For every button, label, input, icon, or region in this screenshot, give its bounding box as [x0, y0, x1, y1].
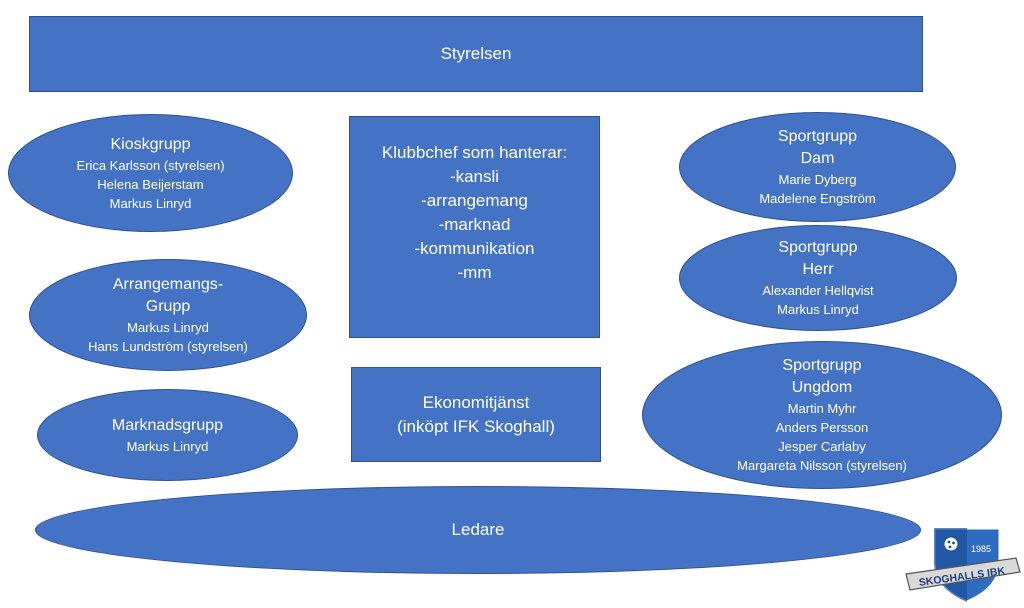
club-chief-box: Klubbchef som hanterar: -kansli -arrange…	[349, 116, 600, 338]
club-chief-line: -marknad	[438, 215, 511, 234]
group-title: Sportgrupp	[782, 357, 862, 374]
marketing-group: Marknadsgrupp Markus Linryd	[37, 389, 298, 481]
board-box: Styrelsen	[29, 16, 923, 92]
finance-line: (inköpt IFK Skoghall)	[397, 416, 555, 436]
ball-icon	[943, 536, 959, 552]
board-title: Styrelsen	[440, 44, 512, 63]
group-member: Hans Lundström (styrelsen)	[88, 339, 248, 354]
group-title: Arrangemangs-	[112, 276, 224, 293]
group-title: Ungdom	[791, 379, 853, 396]
group-member: Jesper Carlaby	[778, 439, 866, 454]
group-member: Markus Linryd	[109, 195, 192, 211]
group-title: Herr	[802, 261, 834, 278]
leaders-ellipse: Ledare	[35, 486, 921, 574]
group-member: Marie Dyberg	[778, 172, 857, 187]
group-member: Markus Linryd	[126, 438, 209, 454]
club-chief-line: -kansli	[449, 167, 500, 186]
finance-box: Ekonomitjänst (inköpt IFK Skoghall)	[351, 367, 601, 462]
group-title: Sportgrupp	[777, 128, 858, 145]
club-logo: 1985 SKOGHALLS IBK	[905, 526, 1021, 604]
sport-group-men: Sportgrupp Herr Alexander Hellqvist Mark…	[679, 225, 957, 331]
group-title: Kioskgrupp	[110, 135, 191, 153]
group-member: Helena Beijerstam	[97, 176, 204, 192]
sport-group-women: Sportgrupp Dam Marie Dyberg Madelene Eng…	[679, 112, 956, 222]
group-title: Sportgrupp	[778, 239, 858, 256]
club-chief-line: -arrangemang	[421, 191, 528, 210]
logo-banner	[905, 557, 1021, 591]
finance-line: Ekonomitjänst	[422, 392, 530, 412]
group-member: Alexander Hellqvist	[762, 283, 874, 298]
sport-group-youth: Sportgrupp Ungdom Martin Myhr Anders Per…	[642, 341, 1002, 489]
group-member: Martin Myhr	[787, 401, 857, 416]
logo-year: 1985	[971, 544, 991, 554]
event-group: Arrangemangs- Grupp Markus Linryd Hans L…	[29, 259, 307, 371]
group-title: Grupp	[145, 298, 191, 315]
group-member: Anders Persson	[775, 420, 869, 435]
group-member: Erica Karlsson (styrelsen)	[76, 157, 225, 173]
club-chief-line: Klubbchef som hanterar:	[381, 143, 568, 162]
group-member: Margareta Nilsson (styrelsen)	[737, 458, 907, 473]
club-chief-line: -mm	[457, 263, 492, 282]
group-member: Madelene Engström	[759, 191, 876, 206]
club-chief-line: -kommunikation	[414, 239, 535, 258]
kiosk-group: Kioskgrupp Erica Karlsson (styrelsen) He…	[8, 114, 293, 232]
leaders-title: Ledare	[451, 520, 505, 539]
group-member: Markus Linryd	[777, 302, 859, 317]
group-title: Marknadsgrupp	[111, 416, 224, 434]
group-title: Dam	[800, 150, 835, 167]
group-member: Markus Linryd	[127, 320, 209, 335]
